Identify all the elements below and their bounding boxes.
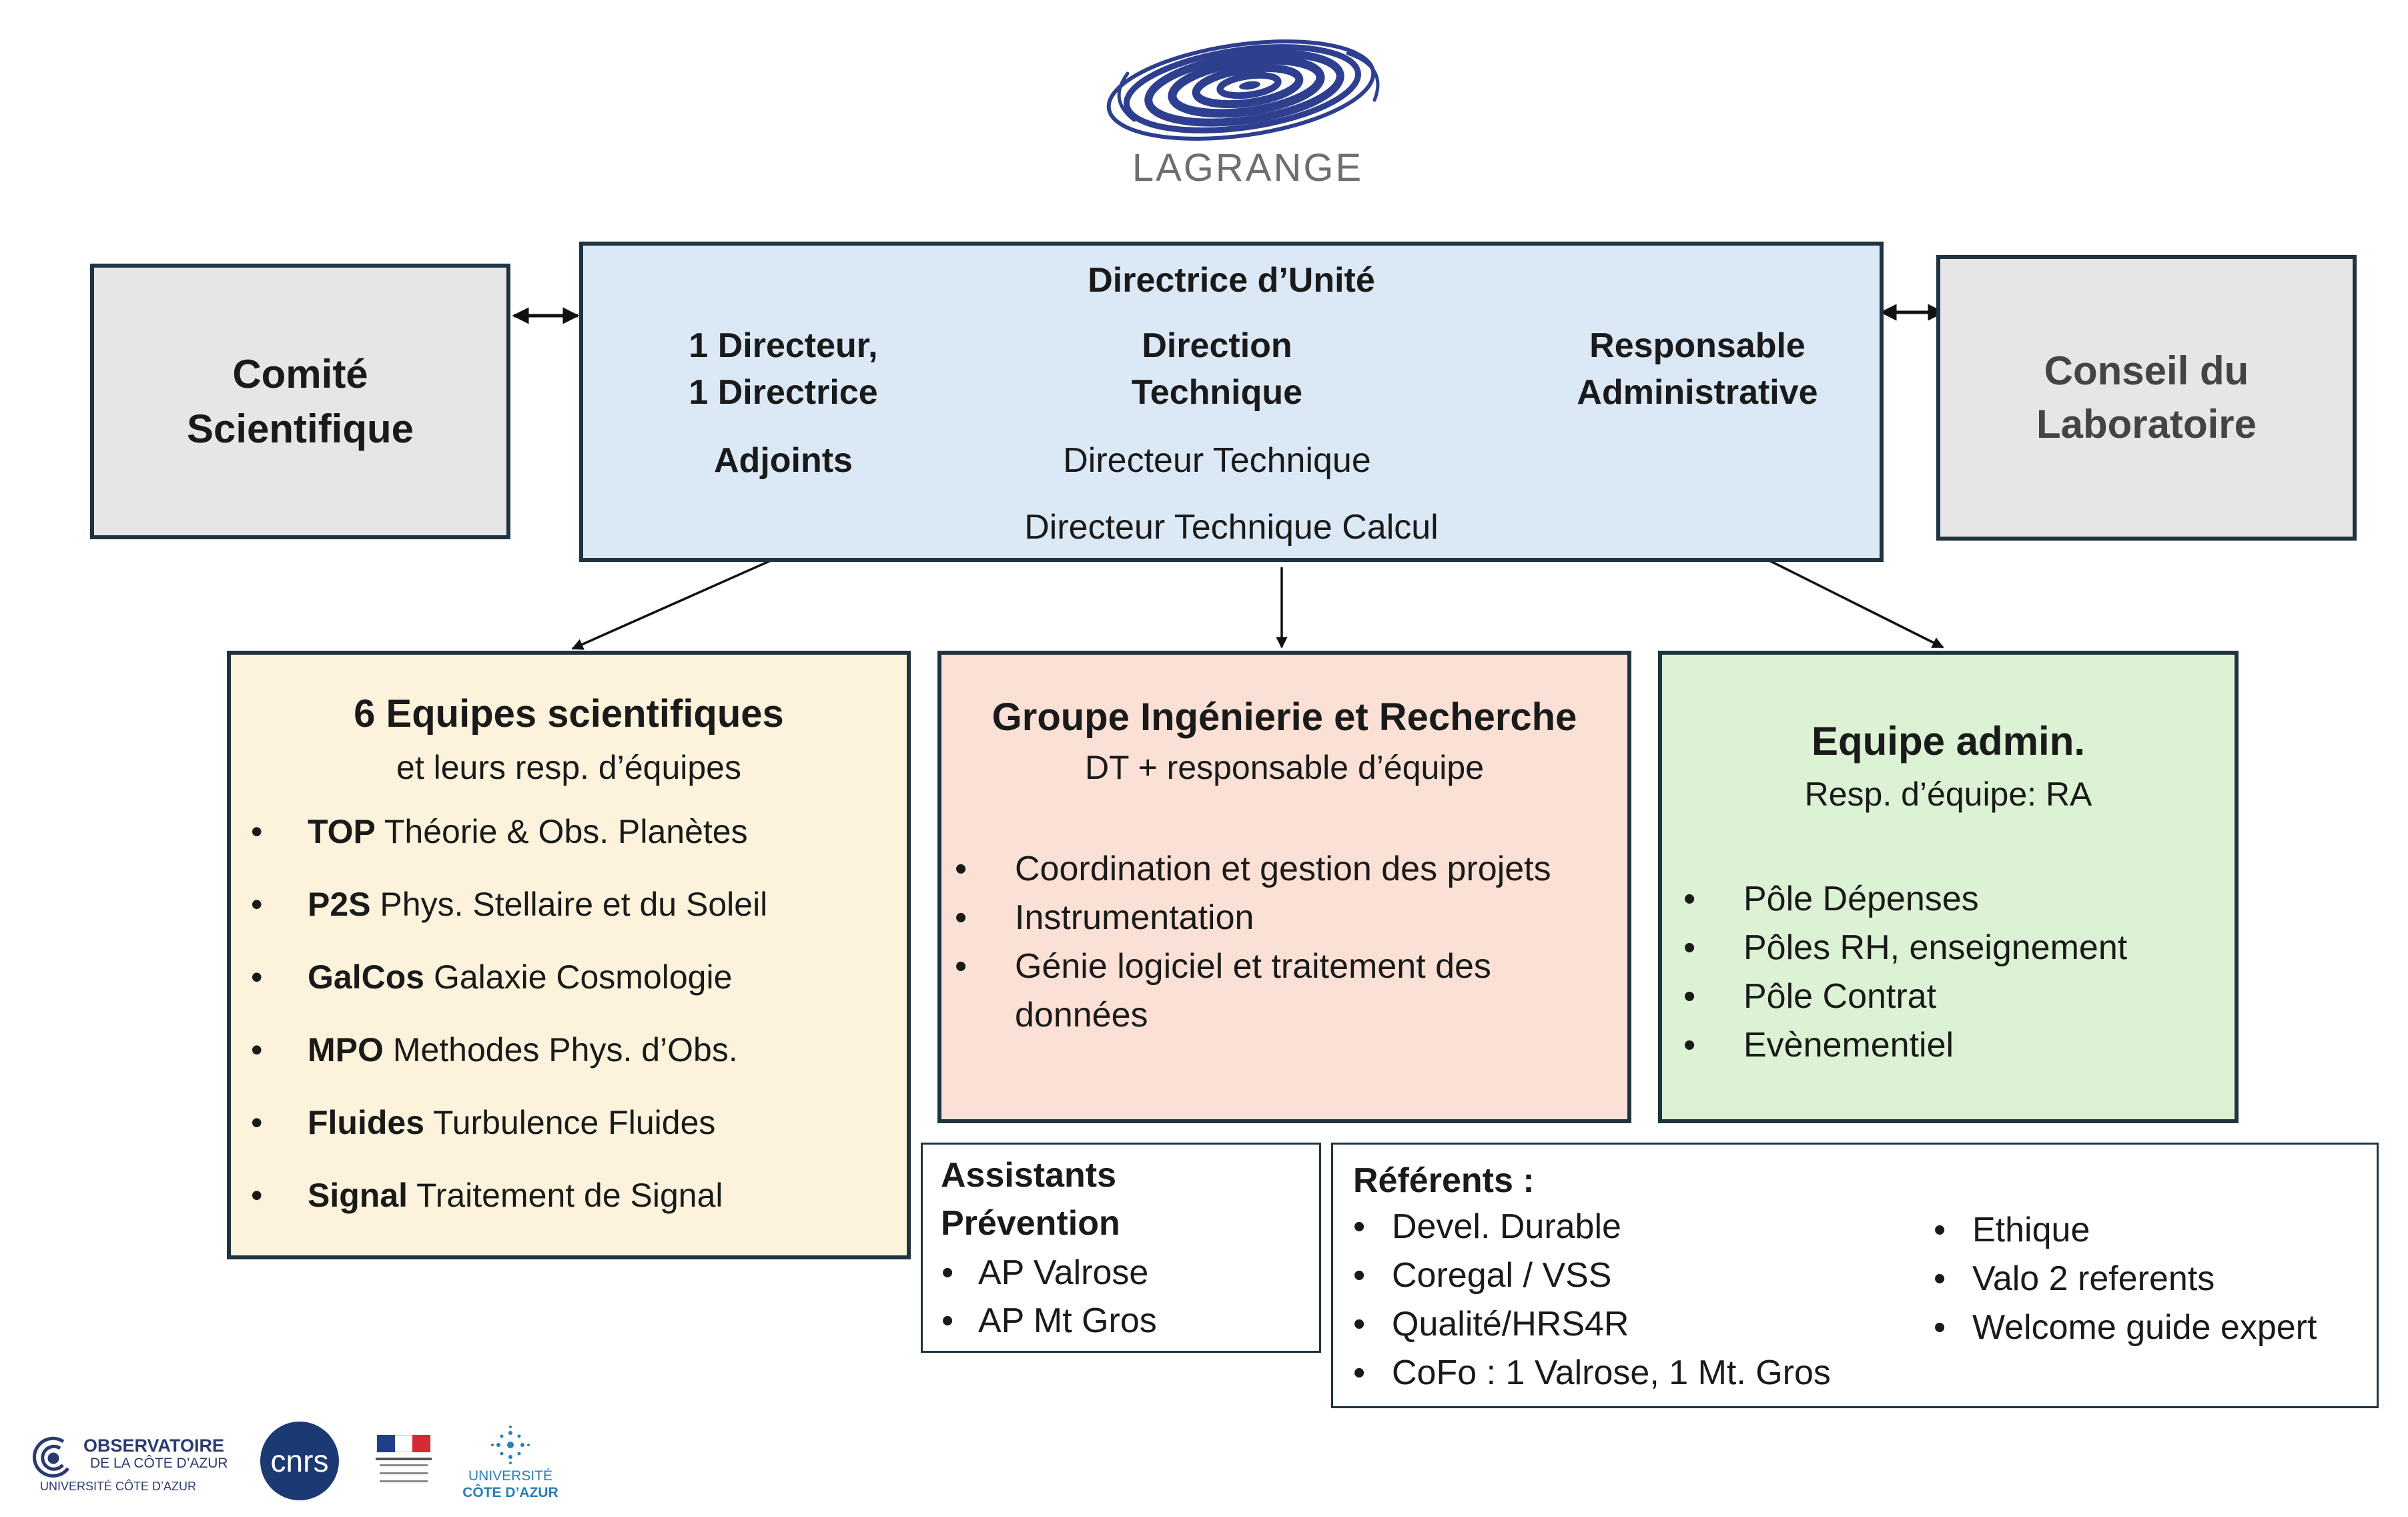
direction-col2-line3: Directeur Technique	[1063, 441, 1371, 480]
direction-col3-line1: Responsable	[1589, 326, 1805, 365]
lagrange-logo-text: LAGRANGE	[1132, 146, 1364, 190]
referents-box: Référents : Devel. Durable Coregal / VSS…	[1331, 1143, 2379, 1408]
footer-logos: OBSERVATOIRE DE LA CÔTE D’AZUR UNIVERSIT…	[20, 1422, 567, 1508]
equipes-scientifiques-box: 6 Equipes scientifiques et leurs resp. d…	[227, 651, 911, 1259]
equipes-subtitle: et leurs resp. d’équipes	[396, 749, 741, 786]
admin-item: Pôle Contrat	[1683, 972, 2231, 1021]
admin-title: Equipe admin.	[1811, 719, 2086, 764]
comite-label-line2: Scientifique	[186, 406, 414, 451]
groupe-list: Coordination et gestion des projets Inst…	[955, 845, 1555, 1040]
arrow-to-admin	[1769, 559, 1944, 649]
direction-col1-line3: Adjoints	[714, 441, 853, 480]
equipe-name: Galaxie Cosmologie	[433, 958, 733, 996]
direction-col1-line2: 1 Directrice	[689, 373, 878, 412]
equipe-code: P2S	[308, 886, 371, 923]
lagrange-logo: LAGRANGE	[1094, 27, 1401, 194]
conseil-label-line1: Conseil du	[2044, 348, 2249, 393]
equipe-name: Théorie & Obs. Planètes	[384, 813, 748, 850]
equipe-name: Methodes Phys. d’Obs.	[392, 1031, 738, 1069]
admin-list: Pôle Dépenses Pôles RH, enseignement Pôl…	[1683, 875, 2231, 1070]
admin-item: Pôle Dépenses	[1683, 875, 2231, 924]
uca-star-icon	[491, 1426, 530, 1464]
groupe-ingenierie-box: Groupe Ingénierie et Recherche DT + resp…	[937, 651, 1631, 1123]
equipe-code: MPO	[308, 1031, 384, 1069]
assistants-prevention-box: Assistants Prévention AP Valrose AP Mt G…	[921, 1143, 1321, 1353]
equipe-code: Signal	[308, 1177, 408, 1214]
referents-right-list: Ethique Valo 2 referents Welcome guide e…	[1934, 1206, 2317, 1352]
arrow-to-equipes	[571, 559, 771, 650]
groupe-item: Génie logiciel et traitement des données	[955, 942, 1555, 1040]
assistants-list: AP Valrose AP Mt Gros	[941, 1249, 1157, 1345]
equipe-item-top: TOP Théorie & Obs. Planètes	[251, 812, 905, 884]
referent-item: Welcome guide expert	[1934, 1303, 2317, 1352]
referent-item: Valo 2 referents	[1934, 1255, 2317, 1303]
comite-label-line1: Comité	[232, 351, 368, 396]
referent-item: Devel. Durable	[1353, 1203, 1831, 1251]
equipes-list: TOP Théorie & Obs. Planètes P2S Phys. St…	[251, 812, 905, 1248]
equipe-name: Turbulence Fluides	[433, 1104, 716, 1141]
cnrs-logo: cnrs	[260, 1422, 339, 1500]
admin-subtitle: Resp. d’équipe: RA	[1804, 776, 2092, 813]
comite-scientifique-box: Comité Scientifique	[90, 264, 510, 539]
direction-title: Directrice d’Unité	[1088, 261, 1375, 300]
oca-logo: OBSERVATOIRE DE LA CÔTE D’AZUR UNIVERSIT…	[27, 1425, 247, 1502]
oca-text-line1: OBSERVATOIRE	[83, 1436, 225, 1456]
equipe-item-galcos: GalCos Galaxie Cosmologie	[251, 957, 905, 1030]
equipe-admin-box: Equipe admin. Resp. d’équipe: RA Pôle Dé…	[1658, 651, 2239, 1123]
equipe-name: Phys. Stellaire et du Soleil	[380, 886, 768, 923]
referents-left-list: Devel. Durable Coregal / VSS Qualité/HRS…	[1353, 1203, 1831, 1398]
oca-text-line3: UNIVERSITÉ CÔTE D’AZUR	[40, 1480, 197, 1493]
direction-unite-box: Directrice d’Unité 1 Directeur, 1 Direct…	[579, 242, 1884, 562]
uca-logo: UNIVERSITÉ CÔTE D’AZUR	[460, 1422, 560, 1505]
uca-text-line1: UNIVERSITÉ	[468, 1468, 553, 1484]
direction-bottom-line: Directeur Technique Calcul	[1024, 508, 1439, 547]
conseil-laboratoire-box: Conseil du Laboratoire	[1936, 255, 2357, 541]
equipe-code: GalCos	[308, 958, 425, 996]
equipe-name: Traitement de Signal	[416, 1177, 723, 1214]
equipe-item-mpo: MPO Methodes Phys. d’Obs.	[251, 1030, 905, 1103]
equipe-item-p2s: P2S Phys. Stellaire et du Soleil	[251, 884, 905, 957]
assistants-title-line2: Prévention	[941, 1204, 1120, 1243]
groupe-title: Groupe Ingénierie et Recherche	[991, 695, 1577, 739]
admin-item: Evènementiel	[1683, 1021, 2231, 1070]
equipe-code: TOP	[308, 813, 376, 850]
referent-item: Ethique	[1934, 1206, 2317, 1255]
equipe-code: Fluides	[308, 1104, 425, 1141]
republique-francaise-logo	[370, 1435, 437, 1495]
oca-swirl-icon	[33, 1436, 70, 1478]
admin-item: Pôles RH, enseignement	[1683, 924, 2231, 972]
equipe-item-fluides: Fluides Turbulence Fluides	[251, 1103, 905, 1175]
assistants-item: AP Valrose	[941, 1249, 1157, 1297]
equipes-title: 6 Equipes scientifiques	[354, 692, 784, 735]
conseil-label-line2: Laboratoire	[2036, 402, 2257, 446]
referent-item: Coregal / VSS	[1353, 1251, 1831, 1300]
assistants-item: AP Mt Gros	[941, 1297, 1157, 1345]
assistants-title-line1: Assistants	[941, 1156, 1116, 1195]
uca-text-line2: CÔTE D’AZUR	[462, 1485, 558, 1500]
direction-col2-line1: Direction	[1142, 326, 1292, 365]
french-flag-icon	[377, 1435, 431, 1452]
oca-text-line2: DE LA CÔTE D’AZUR	[90, 1456, 228, 1471]
groupe-subtitle: DT + responsable d’équipe	[1084, 749, 1485, 786]
referent-item: CoFo : 1 Valrose, 1 Mt. Gros	[1353, 1349, 1831, 1398]
lagrange-swirl-icon	[1106, 39, 1380, 141]
direction-col2-line2: Technique	[1131, 373, 1303, 412]
cnrs-logo-text: cnrs	[270, 1444, 329, 1478]
direction-col3-line2: Administrative	[1577, 373, 1818, 412]
groupe-item: Instrumentation	[955, 894, 1555, 942]
equipe-item-signal: Signal Traitement de Signal	[251, 1175, 905, 1248]
referents-title: Référents :	[1353, 1161, 1535, 1200]
groupe-item: Coordination et gestion des projets	[955, 845, 1555, 894]
direction-col1-line1: 1 Directeur,	[689, 326, 878, 365]
referent-item: Qualité/HRS4R	[1353, 1300, 1831, 1349]
